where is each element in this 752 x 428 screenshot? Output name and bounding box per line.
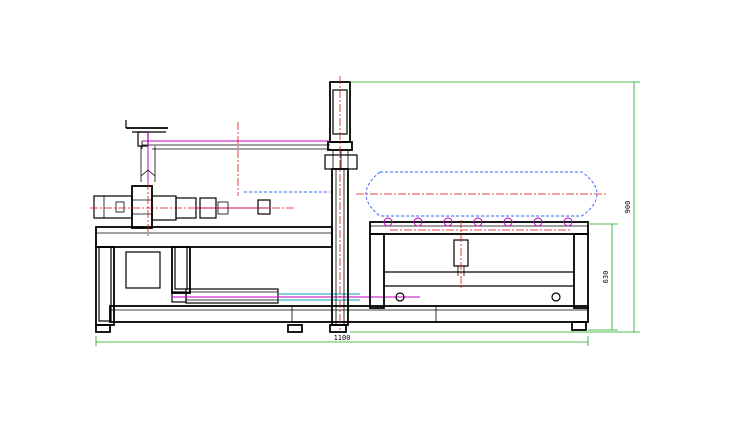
top-beam <box>141 140 330 150</box>
bottom-cylinder <box>185 288 279 304</box>
headstock <box>90 122 330 236</box>
overall-height-label: 900 <box>624 201 632 214</box>
left-foot <box>95 324 111 333</box>
left-base-frame <box>95 226 333 333</box>
control-panel <box>125 251 161 289</box>
roller <box>413 217 423 227</box>
central-column <box>324 76 358 333</box>
roller <box>563 217 573 227</box>
overall-height-dimension: 900 <box>350 81 640 333</box>
rollers <box>383 217 573 227</box>
workpiece-tank <box>356 171 608 217</box>
roller <box>473 217 483 227</box>
overall-length-dimension: 1100 <box>95 334 589 346</box>
roller <box>443 217 453 227</box>
roller <box>503 217 513 227</box>
motor <box>93 195 133 219</box>
table-height-dimension: 630 <box>588 223 618 331</box>
right-table-frame <box>369 220 589 331</box>
overall-length-label: 1100 <box>334 334 351 342</box>
table-height-label: 630 <box>602 271 610 284</box>
hand-wheel-assembly <box>125 120 168 182</box>
bottom-rail <box>109 288 589 323</box>
roller <box>533 217 543 227</box>
roller <box>383 217 393 227</box>
